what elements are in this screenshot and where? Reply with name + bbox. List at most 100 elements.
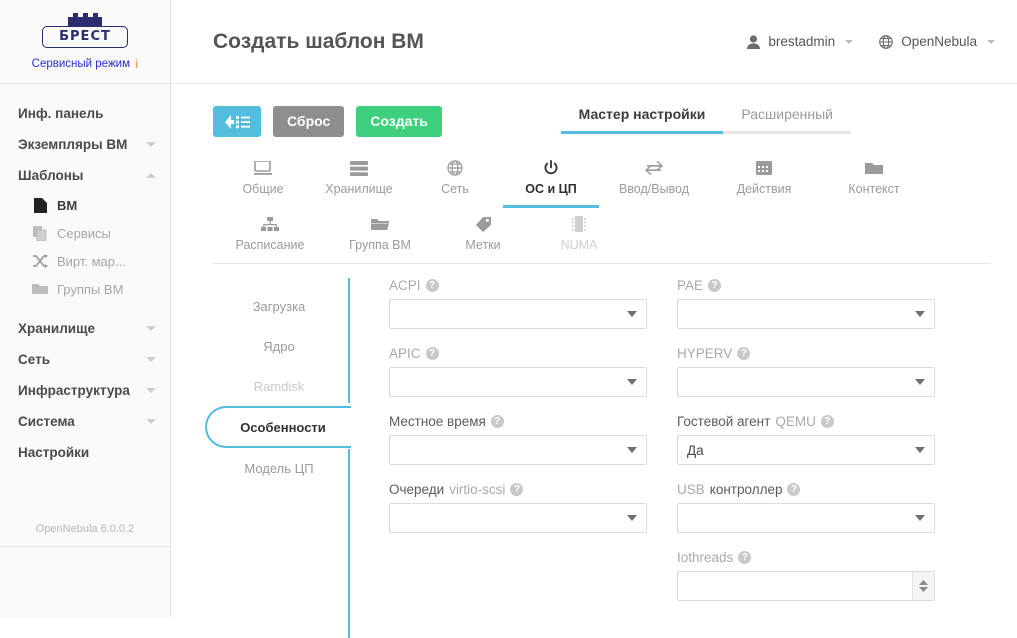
tab-label: NUMA: [560, 238, 598, 252]
apic-select[interactable]: [389, 367, 647, 397]
field-label-text: Очереди: [389, 482, 445, 497]
open-folder-icon: [371, 215, 389, 233]
zone-menu[interactable]: OpenNebula: [879, 34, 995, 49]
tab-network[interactable]: Сеть: [407, 151, 503, 208]
subnav-item-features[interactable]: Особенности: [205, 406, 351, 448]
tab-actions[interactable]: Действия: [709, 151, 819, 208]
tab-io[interactable]: Ввод/Вывод: [599, 151, 709, 208]
section-tabs: Общие Хранилище Сеть: [213, 151, 991, 264]
tab-label: Расписание: [235, 238, 305, 252]
content: Сброс Создать Мастер настройки Расширенн…: [171, 84, 1017, 638]
subnav-item-cpu-model[interactable]: Модель ЦП: [244, 460, 314, 476]
zone-name: OpenNebula: [901, 34, 977, 49]
os-subnav: Загрузка Ядро Ramdisk Особенности Модель…: [205, 278, 351, 638]
back-to-list-button[interactable]: [213, 106, 261, 137]
hyperv-select[interactable]: [677, 367, 935, 397]
tab-vm-group[interactable]: Группа ВМ: [325, 207, 435, 264]
sidebar-item-network[interactable]: Сеть: [0, 344, 170, 375]
tab-context[interactable]: Контекст: [819, 151, 929, 208]
tab-wizard[interactable]: Мастер настройки: [560, 106, 724, 134]
localtime-select[interactable]: [389, 435, 647, 465]
tab-label: Общие: [242, 182, 284, 196]
subnav-item-ramdisk[interactable]: Ramdisk: [253, 378, 305, 394]
sidebar-item-vm-instances[interactable]: Экземпляры ВМ: [0, 129, 170, 160]
help-icon[interactable]: ?: [737, 347, 751, 360]
back-list-icon: [224, 114, 250, 129]
calendar-icon: [756, 159, 772, 177]
top-bar: Создать шаблон ВМ brestadmin OpenNebu: [171, 0, 1017, 84]
tab-advanced[interactable]: Расширенный: [723, 106, 851, 134]
chevron-down-icon: [146, 388, 156, 393]
power-icon: [543, 159, 559, 177]
globe-icon: [447, 159, 463, 177]
tab-general[interactable]: Общие: [215, 151, 311, 208]
field-label: USB контроллер ?: [677, 482, 935, 497]
iothreads-input-value: [678, 572, 912, 600]
usb-controller-select[interactable]: [677, 503, 935, 533]
tab-label: Группа ВМ: [349, 238, 411, 252]
field-apic: APIC ?: [389, 346, 647, 397]
help-icon[interactable]: ?: [738, 551, 752, 564]
virtio-scsi-queues-select[interactable]: [389, 503, 647, 533]
chevron-down-icon: [845, 39, 854, 44]
chevron-up-icon: [146, 173, 156, 178]
field-localtime: Местное время ?: [389, 414, 647, 465]
sidebar-item-label: Инфраструктура: [18, 383, 130, 398]
tab-schedule[interactable]: Расписание: [215, 207, 325, 264]
qemu-guest-agent-select[interactable]: Да: [677, 435, 935, 465]
sidebar-item-services[interactable]: Сервисы: [0, 219, 170, 247]
main-area: Создать шаблон ВМ brestadmin OpenNebu: [171, 0, 1017, 638]
shuffle-icon: [32, 253, 48, 269]
iothreads-input[interactable]: [677, 571, 935, 601]
field-iothreads: Iothreads ?: [677, 550, 935, 601]
field-label-text: APIC: [389, 346, 421, 361]
sidebar-item-templates[interactable]: Шаблоны: [0, 160, 170, 191]
file-icon: [32, 197, 48, 213]
help-icon[interactable]: ?: [708, 279, 722, 292]
help-icon[interactable]: ?: [787, 483, 801, 496]
field-usb-controller: USB контроллер ?: [677, 482, 935, 533]
tab-os-cpu[interactable]: ОС и ЦП: [503, 151, 599, 208]
number-stepper[interactable]: [912, 572, 934, 600]
help-icon[interactable]: ?: [510, 483, 524, 496]
sidebar-item-dashboard[interactable]: Инф. панель: [0, 98, 170, 129]
tab-label: Сеть: [441, 182, 469, 196]
sidebar-item-vm-groups[interactable]: Группы ВМ: [0, 275, 170, 303]
field-label-prefix: USB: [677, 482, 705, 497]
qemu-guest-agent-select-value: Да: [687, 442, 704, 458]
sidebar-item-infrastructure[interactable]: Инфраструктура: [0, 375, 170, 406]
field-label-text: Iothreads: [677, 550, 734, 565]
sidebar-item-virtual-routers[interactable]: Вирт. мар...: [0, 247, 170, 275]
help-icon[interactable]: ?: [425, 279, 439, 292]
help-icon[interactable]: ?: [820, 415, 834, 428]
field-label-suffix: virtio-scsi: [449, 482, 506, 497]
brest-logo: БРЕСТ: [42, 12, 128, 53]
sidebar-item-vm[interactable]: ВМ: [0, 191, 170, 219]
tab-storage[interactable]: Хранилище: [311, 151, 407, 208]
sidebar-item-label: Система: [18, 414, 75, 429]
reset-button[interactable]: Сброс: [273, 106, 345, 137]
subnav-item-boot[interactable]: Загрузка: [252, 298, 306, 314]
sidebar-item-label: Шаблоны: [18, 168, 84, 183]
tab-labels[interactable]: Метки: [435, 207, 531, 264]
help-icon[interactable]: ?: [490, 415, 504, 428]
field-virtio-scsi-queues: Очереди virtio-scsi ?: [389, 482, 647, 533]
create-button[interactable]: Создать: [356, 106, 442, 137]
sidebar-item-settings[interactable]: Настройки: [0, 437, 170, 468]
field-label: Местное время ?: [389, 414, 647, 429]
pae-select[interactable]: [677, 299, 935, 329]
sidebar-item-storage[interactable]: Хранилище: [0, 313, 170, 344]
acpi-select[interactable]: [389, 299, 647, 329]
subnav-line-top: [348, 278, 350, 403]
sidebar-item-label: Сеть: [18, 352, 50, 367]
fields-column-left: ACPI ? APIC: [389, 278, 647, 624]
subnav-item-kernel[interactable]: Ядро: [263, 338, 295, 354]
help-icon[interactable]: ?: [425, 347, 439, 360]
copy-icon: [32, 225, 48, 241]
sidebar-item-label: Сервисы: [57, 225, 111, 241]
info-icon[interactable]: i: [134, 56, 139, 71]
wizard-mode-tabs: Мастер настройки Расширенный: [560, 106, 991, 134]
user-menu[interactable]: brestadmin: [747, 34, 854, 49]
sidebar-item-system[interactable]: Система: [0, 406, 170, 437]
tab-numa[interactable]: NUMA: [531, 207, 627, 264]
